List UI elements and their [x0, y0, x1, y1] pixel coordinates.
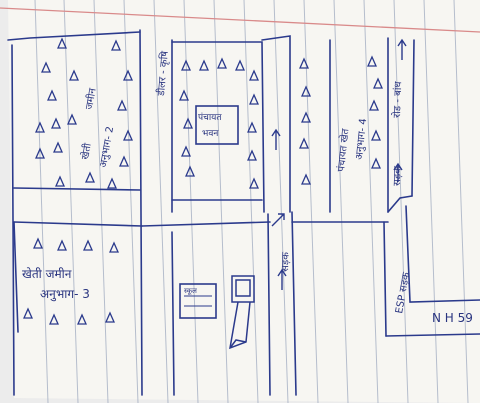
label-vertical-road-top: डीलर - कृषि	[155, 50, 171, 97]
label-block-west-name: जमीन	[83, 87, 99, 111]
label-road-east-top: रोड - बांध	[391, 80, 404, 118]
label-block-east-number: अनुभाग- 4	[354, 118, 369, 161]
label-block-southwest-number: अनुभाग- 3	[40, 287, 90, 302]
label-highway: N H 59	[432, 311, 473, 325]
margin-line	[0, 7, 480, 33]
road-arrows	[271, 38, 407, 290]
label-block-west-title: खेती	[79, 142, 94, 161]
label-road-center-south: सड़क	[280, 252, 292, 272]
school-label: स्कूल	[184, 287, 197, 295]
label-block-east-title: पंचायत खेत	[335, 128, 351, 172]
tower-icon	[229, 275, 255, 350]
panchayat-building	[195, 105, 239, 145]
tree-symbols	[22, 37, 384, 325]
paper-sheet	[8, 0, 480, 403]
building-label-2: भवन	[202, 129, 219, 139]
building-label-1: पंचायत	[198, 112, 222, 123]
school-box	[179, 283, 217, 319]
label-block-southwest-title: खेती जमीन	[22, 267, 72, 281]
roads	[7, 29, 480, 396]
label-road-east-middle: सड़क	[392, 166, 404, 186]
